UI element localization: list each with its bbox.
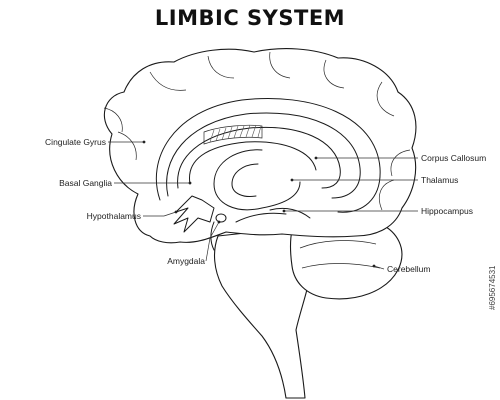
stock-id-watermark: #695674531 xyxy=(488,265,497,311)
leader-hypothalamus xyxy=(143,210,178,217)
label-cingulate-gyrus: Cingulate Gyrus xyxy=(45,137,106,147)
label-hippocampus: Hippocampus xyxy=(421,206,473,216)
label-corpus-callosum: Corpus Callosum xyxy=(421,153,486,163)
gyrus-fold xyxy=(379,179,395,211)
hypothalamus-shape xyxy=(173,195,215,233)
corpus-callosum-hatch xyxy=(203,124,263,145)
gyrus-fold xyxy=(323,59,345,89)
corpus-callosum-inner xyxy=(177,126,341,189)
cingulate-gyrus-arc xyxy=(155,98,381,213)
fornix-arc xyxy=(189,141,317,185)
hippocampus-shape xyxy=(269,207,311,219)
gyrus-fold xyxy=(103,107,123,133)
leader-amygdala xyxy=(205,220,221,262)
hippocampus-shape xyxy=(235,212,287,223)
cerebellum-fold xyxy=(299,240,377,249)
leader-cingulate-gyrus xyxy=(108,140,146,144)
leader-basal-ganglia xyxy=(114,181,192,185)
label-amygdala: Amygdala xyxy=(167,256,205,266)
gyrus-fold xyxy=(207,55,235,79)
leader-thalamus xyxy=(290,178,418,182)
cerebellum-fold xyxy=(301,263,381,269)
amygdala-shape xyxy=(215,213,227,223)
leader-cerebellum xyxy=(372,264,385,270)
gyrus-fold xyxy=(269,51,291,79)
label-hypothalamus: Hypothalamus xyxy=(87,211,141,221)
leader-hippocampus xyxy=(282,209,418,213)
gyrus-fold xyxy=(390,149,411,177)
thalamus-shape-inner xyxy=(231,163,259,197)
label-cerebellum: Cerebellum xyxy=(387,264,430,274)
label-basal-ganglia: Basal Ganglia xyxy=(59,178,112,188)
label-thalamus: Thalamus xyxy=(421,175,458,185)
gyrus-fold xyxy=(149,71,187,91)
cerebrum-outline xyxy=(103,48,417,244)
diagram-title: LIMBIC SYSTEM xyxy=(154,6,346,30)
leader-corpus-callosum xyxy=(314,156,418,160)
thalamus-shape xyxy=(213,149,301,211)
gyrus-fold xyxy=(376,81,395,117)
corpus-callosum-outer xyxy=(166,112,361,199)
